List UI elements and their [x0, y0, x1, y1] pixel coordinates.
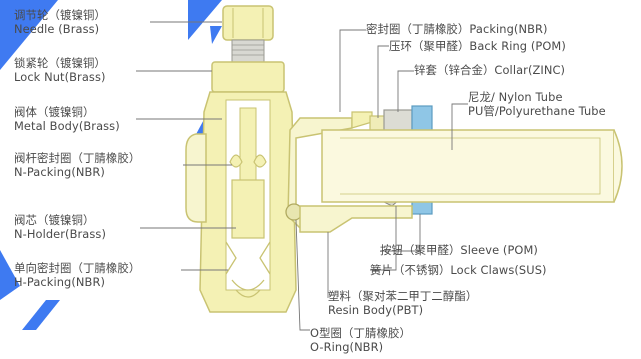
label-metal-body-en: Metal Body(Brass) [14, 118, 120, 133]
h-packing-part [225, 241, 271, 298]
n-packing-part [229, 154, 267, 168]
label-back-ring-text: 压环（聚甲醛）Back Ring (POM) [389, 39, 566, 53]
label-packing: 密封圈（丁腈橡胶）Packing(NBR) [366, 22, 548, 37]
label-o-ring-en: O-Ring(NBR) [310, 339, 384, 354]
label-needle-en: Needle (Brass) [14, 21, 100, 36]
label-back-ring: 压环（聚甲醛）Back Ring (POM) [389, 39, 566, 54]
label-n-holder-en: N-Holder(Brass) [14, 226, 106, 241]
n-holder-part [231, 179, 265, 239]
leader-lines [136, 21, 468, 331]
label-collar: 锌套（锌合金）Collar(ZINC) [414, 63, 566, 78]
label-h-packing: 单向密封圈（丁腈橡胶） H-Packing(NBR) [14, 261, 141, 289]
label-h-packing-zh: 单向密封圈（丁腈橡胶） [14, 261, 141, 275]
label-n-packing: 阀杆密封圈（丁腈橡胶） N-Packing(NBR) [14, 151, 141, 179]
label-sleeve-text: 按钮（聚甲醛）Sleeve (POM) [380, 243, 538, 257]
label-needle-zh: 调节轮（镀镍铜） [14, 8, 106, 22]
label-resin-body-zh: 塑料（聚对苯二甲丁二醇酯） [328, 289, 478, 303]
label-h-packing-en: H-Packing(NBR) [14, 274, 106, 289]
lock-nut-part [211, 61, 285, 93]
label-sleeve: 按钮（聚甲醛）Sleeve (POM) [380, 243, 538, 258]
packing-part [351, 111, 373, 129]
label-n-packing-en: N-Packing(NBR) [14, 164, 105, 179]
label-collar-text: 锌套（锌合金）Collar(ZINC) [414, 63, 566, 77]
label-lock-nut-en: Lock Nut(Brass) [14, 69, 106, 84]
label-resin-body: 塑料（聚对苯二甲丁二醇酯） Resin Body(PBT) [328, 289, 478, 317]
tube-part [321, 129, 623, 203]
label-o-ring: O型圈（丁腈橡胶） O-Ring(NBR) [310, 326, 411, 354]
label-lock-claws: 簧片（不锈钢）Lock Claws(SUS) [370, 263, 547, 278]
label-metal-body-zh: 阀体（镀镍铜） [14, 105, 95, 119]
label-nylon-tube-line1: 尼龙/ Nylon Tube [468, 90, 563, 104]
label-n-holder: 阀芯（镀镍铜） N-Holder(Brass) [14, 213, 106, 241]
label-resin-body-en: Resin Body(PBT) [328, 302, 424, 317]
label-n-packing-zh: 阀杆密封圈（丁腈橡胶） [14, 151, 141, 165]
label-lock-nut: 锁紧轮（镀镍铜） Lock Nut(Brass) [14, 56, 106, 84]
needle-part [222, 5, 274, 63]
label-lock-claws-text: 簧片（不锈钢）Lock Claws(SUS) [370, 263, 547, 277]
label-nylon-tube-line2: PU管/Polyurethane Tube [468, 103, 606, 118]
label-o-ring-zh: O型圈（丁腈橡胶） [310, 326, 411, 340]
watermark [0, 0, 242, 330]
resin-body-lower [299, 205, 413, 233]
label-n-holder-zh: 阀芯（镀镍铜） [14, 213, 95, 227]
label-needle: 调节轮（镀镍铜） Needle (Brass) [14, 8, 106, 36]
label-nylon-tube: 尼龙/ Nylon Tube PU管/Polyurethane Tube [468, 90, 606, 118]
label-packing-text: 密封圈（丁腈橡胶）Packing(NBR) [366, 22, 548, 36]
label-lock-nut-zh: 锁紧轮（镀镍铜） [14, 56, 106, 70]
label-metal-body: 阀体（镀镍铜） Metal Body(Brass) [14, 105, 120, 133]
